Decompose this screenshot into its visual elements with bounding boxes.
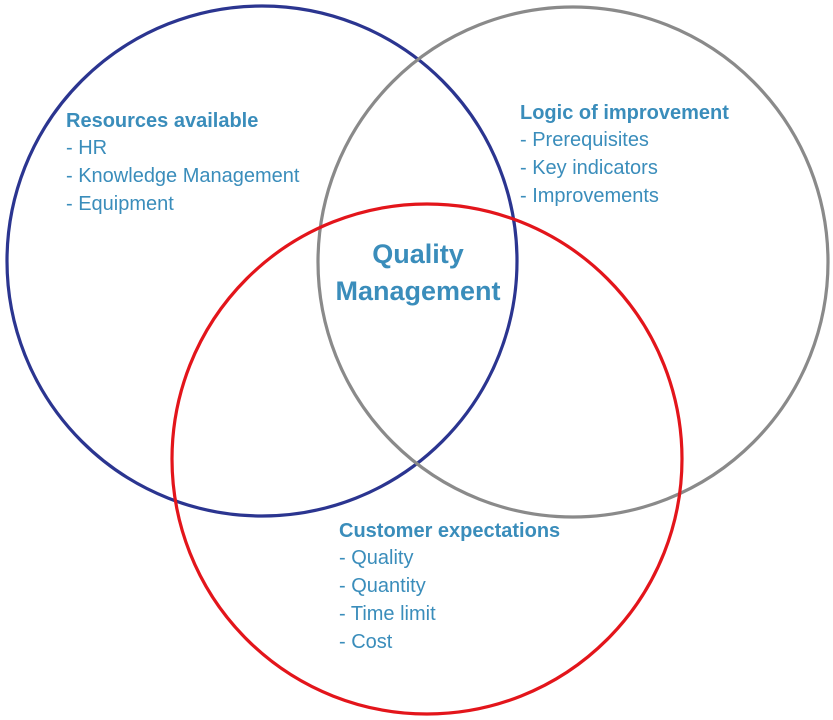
logic-item-improvements: - Improvements — [520, 185, 659, 207]
customer-item-quantity: - Quantity — [339, 575, 426, 597]
center-label-line2: Management — [335, 276, 501, 306]
resources-item-equipment: - Equipment — [66, 193, 174, 215]
resources-item-hr: - HR — [66, 137, 108, 159]
logic-item-prerequisites: - Prerequisites — [520, 129, 649, 151]
logic-circle — [316, 5, 830, 519]
logic-item-key-indicators: - Key indicators — [520, 157, 658, 179]
logic-set: Logic of improvement - Prerequisites - K… — [520, 100, 729, 210]
center-label: Quality Management — [318, 236, 518, 310]
resources-item-knowledge: - Knowledge Management — [66, 165, 300, 187]
resources-set: Resources available - HR - Knowledge Man… — [66, 108, 299, 218]
customer-item-quality: - Quality — [339, 547, 414, 569]
customer-circle — [170, 202, 684, 716]
logic-title: Logic of improvement — [520, 102, 729, 124]
center-label-line1: Quality — [372, 239, 464, 269]
customer-title: Customer expectations — [339, 520, 561, 542]
customer-set: Customer expectations - Quality - Quanti… — [339, 518, 560, 656]
customer-item-time-limit: - Time limit — [339, 603, 436, 625]
resources-circle — [5, 4, 519, 518]
customer-item-cost: - Cost — [339, 631, 393, 653]
resources-title: Resources available — [66, 110, 259, 132]
